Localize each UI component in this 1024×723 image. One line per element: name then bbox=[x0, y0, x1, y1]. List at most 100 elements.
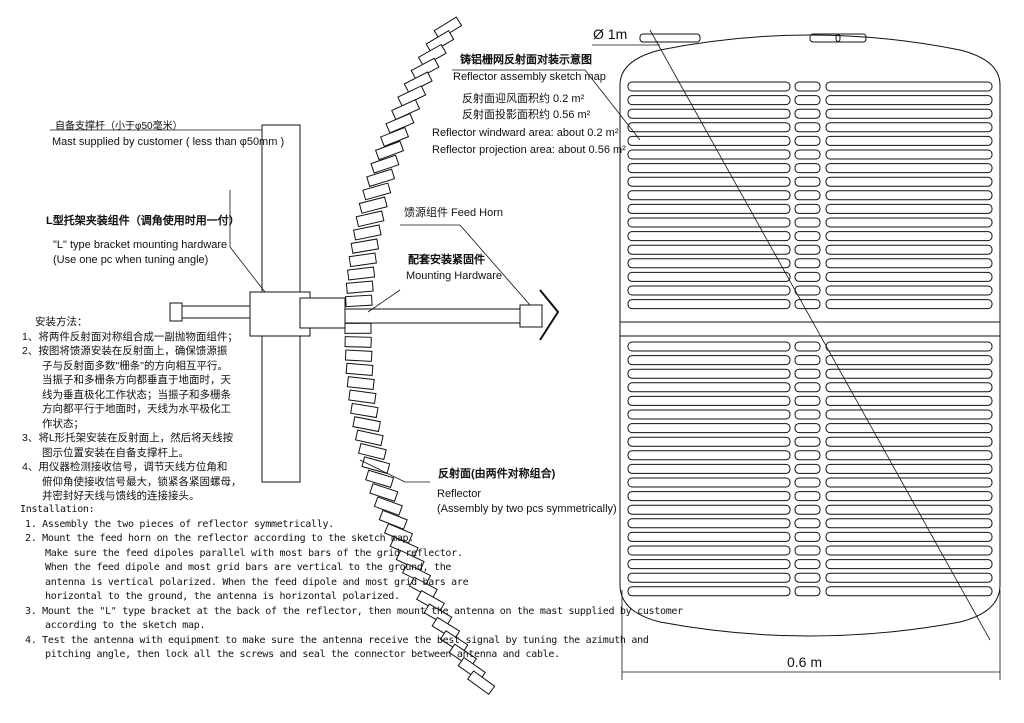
grid-bar bbox=[794, 244, 821, 255]
side-grid-bar bbox=[373, 496, 403, 516]
reflector-label-cn: 反射面(由两件对称组合) bbox=[438, 468, 556, 480]
install-en-line: When the feed dipole and most grid bars … bbox=[45, 562, 452, 573]
install-en-line: according to the sketch map. bbox=[45, 620, 206, 631]
grid-bar bbox=[627, 149, 791, 160]
grid-bar bbox=[825, 81, 993, 92]
grid-bar bbox=[794, 491, 821, 502]
grid-bar bbox=[825, 436, 993, 447]
install-en-title: Installation: bbox=[20, 504, 95, 515]
grid-bar bbox=[825, 231, 993, 242]
feed-horn bbox=[344, 224, 560, 341]
grid-bar bbox=[627, 559, 791, 570]
grid-bar bbox=[794, 135, 821, 146]
side-grid-bar bbox=[344, 349, 373, 362]
side-grid-bar bbox=[358, 196, 388, 214]
grid-bar bbox=[627, 299, 791, 310]
side-grid-bar bbox=[369, 482, 399, 502]
grid-bar bbox=[794, 436, 821, 447]
side-grid-bar bbox=[344, 336, 372, 348]
grid-bar bbox=[825, 271, 993, 282]
side-grid-bar bbox=[354, 429, 384, 447]
side-grid-bar bbox=[344, 322, 372, 334]
grid-bar bbox=[809, 33, 841, 43]
grid-bar bbox=[794, 122, 821, 133]
side-grid-bar bbox=[370, 154, 400, 174]
grid-bar bbox=[825, 285, 993, 296]
grid-bar bbox=[794, 108, 821, 119]
grid-bar bbox=[794, 504, 821, 515]
grid-bar bbox=[627, 450, 791, 461]
grid-bar bbox=[627, 163, 791, 174]
grid-bar bbox=[794, 382, 821, 393]
side-grid-bar bbox=[439, 630, 469, 654]
grid-bar bbox=[794, 217, 821, 228]
grid-bar bbox=[794, 518, 821, 529]
grid-bar bbox=[794, 450, 821, 461]
side-grid-bar bbox=[466, 670, 496, 696]
grid-bar bbox=[794, 423, 821, 434]
grid-bar bbox=[825, 163, 993, 174]
sketch-title-en: Reflector assembly sketch map bbox=[453, 71, 606, 83]
grid-bar bbox=[825, 203, 993, 214]
grid-bar bbox=[794, 231, 821, 242]
grid-bar bbox=[627, 368, 791, 379]
grid-bar bbox=[794, 163, 821, 174]
side-grid-bar bbox=[355, 210, 385, 228]
reflector-side-view bbox=[344, 16, 496, 696]
grid-bar bbox=[794, 368, 821, 379]
grid-bar bbox=[794, 463, 821, 474]
side-grid-bar bbox=[348, 389, 377, 405]
grid-bar bbox=[627, 217, 791, 228]
grid-bar bbox=[627, 382, 791, 393]
grid-bar bbox=[627, 285, 791, 296]
install-cn-line: 图示位置安装在自备支撑杆上。 bbox=[42, 446, 189, 459]
install-en: Installation: 1. Assembly the two pieces… bbox=[20, 503, 683, 663]
install-en-line: pitching angle, then lock all the screws… bbox=[45, 649, 560, 660]
grid-bar bbox=[794, 95, 821, 106]
mast-label-cn: 自备支撑杆（小于φ50毫米） bbox=[55, 121, 183, 132]
side-grid-bar bbox=[347, 266, 376, 281]
side-grid-bar bbox=[345, 280, 374, 294]
mast-label-en: Mast supplied by customer ( less than φ5… bbox=[52, 136, 285, 148]
side-grid-bar bbox=[352, 224, 382, 241]
grid-bar bbox=[825, 477, 993, 488]
install-cn-line: 方向都平行于地面时，天线为水平极化工 bbox=[42, 403, 231, 415]
grid-bar bbox=[825, 176, 993, 187]
grid-bar bbox=[794, 258, 821, 269]
grid-bar bbox=[825, 572, 993, 583]
sketch-title-cn: 铸铝栅网反射面对装示意图 bbox=[460, 54, 592, 66]
install-cn: 安装方法： 1、将两件反射面对称组合成一副抛物面组件；2、按图将馈源安装在反射面… bbox=[22, 315, 242, 504]
side-grid-bar bbox=[366, 168, 396, 188]
grid-bar bbox=[627, 423, 791, 434]
leaders bbox=[359, 29, 1001, 680]
diameter-line bbox=[649, 29, 991, 641]
grid-bar bbox=[627, 258, 791, 269]
feed-horn-label: 馈源组件 Feed Horn bbox=[404, 207, 504, 219]
install-cn-line: 4、用仪器检测接收信号，调节天线方位角和 bbox=[22, 461, 228, 473]
side-grid-bar bbox=[431, 616, 461, 641]
center-strip bbox=[619, 321, 1001, 337]
grid-bar bbox=[627, 81, 791, 92]
side-grid-bar bbox=[362, 182, 392, 201]
grid-bar bbox=[794, 341, 821, 352]
mounting-label-en: Mounting Hardware bbox=[406, 270, 502, 282]
grid-bar bbox=[825, 450, 993, 461]
reflector-outline bbox=[619, 34, 1001, 637]
grid-bar bbox=[825, 409, 993, 420]
grid-bar bbox=[835, 33, 867, 43]
install-en-line: horizontal to the ground, the antenna is… bbox=[45, 591, 400, 602]
grid-bar bbox=[825, 545, 993, 556]
side-grid-bar bbox=[379, 126, 410, 147]
grid-bar bbox=[794, 355, 821, 366]
grid-bar bbox=[825, 258, 993, 269]
install-en-line: 4. Test the antenna with equipment to ma… bbox=[25, 634, 649, 646]
side-grid-bar bbox=[361, 456, 391, 475]
grid-bar bbox=[627, 355, 791, 366]
grid-bar bbox=[794, 586, 821, 597]
grid-bar bbox=[627, 203, 791, 214]
install-en-line: Make sure the feed dipoles parallel with… bbox=[45, 547, 463, 559]
install-cn-line: 作状态； bbox=[42, 417, 84, 430]
grid-bar bbox=[794, 299, 821, 310]
grid-bar bbox=[825, 518, 993, 529]
grid-bar bbox=[627, 518, 791, 529]
